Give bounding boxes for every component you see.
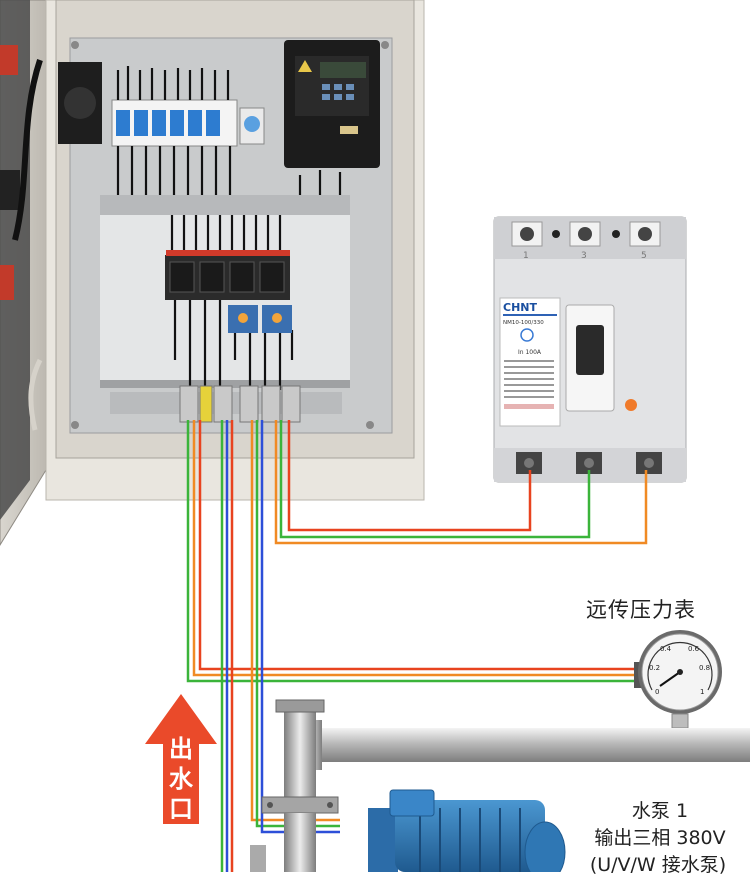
thermal-relays — [228, 305, 292, 333]
horizontal-pipe — [322, 728, 750, 762]
breaker-test-button — [625, 399, 637, 411]
pump-name-label: 水泵 1 — [631, 800, 689, 822]
gauge-tick-label: 0 — [655, 688, 659, 696]
breaker-rating: In 100A — [518, 349, 542, 356]
internal-wiring — [116, 66, 342, 390]
water-outlet-char: 口 — [169, 795, 193, 823]
piping — [250, 699, 750, 872]
pump-output-label: 输出三相 380V — [594, 827, 726, 849]
wire-orange-breaker — [274, 420, 648, 545]
breaker-toggle-handle — [576, 325, 604, 375]
gauge-tick-label: 0.6 — [688, 645, 700, 653]
wire-green-breaker — [279, 420, 591, 539]
frequency-inverter — [284, 40, 380, 168]
pressure-gauge-label: 远传压力表 — [586, 598, 696, 622]
terminal-block — [110, 385, 342, 423]
wire-orange-gauge — [192, 420, 636, 677]
pump-wiring-label: (U/V/W 接水泵) — [589, 854, 727, 876]
gauge-tick-label: 1 — [700, 688, 704, 696]
wire-green-gauge — [186, 420, 636, 683]
wire-red-breaker — [287, 420, 532, 532]
gauge-tick-label: 0.2 — [649, 664, 660, 672]
control-cabinet — [0, 0, 425, 546]
signal-wires — [186, 420, 648, 872]
gauge-tick-label: 0.8 — [699, 664, 710, 672]
contactor-row — [165, 250, 290, 300]
mccb-breaker: 1 3 5 CHNT NM10-100/330 In 100A — [493, 216, 687, 483]
pressure-gauge: 0 0.2 0.4 0.6 0.8 1 — [634, 630, 722, 729]
terminal-3-label: 3 — [581, 251, 587, 261]
cooling-fan — [58, 62, 102, 144]
wire-red-gauge — [198, 420, 636, 671]
breaker-brand: CHNT — [503, 301, 537, 314]
gauge-tick-label: 0.4 — [660, 645, 672, 653]
water-outlet-char: 水 — [169, 765, 193, 793]
terminal-5-label: 5 — [641, 251, 647, 261]
vertical-pipe — [284, 705, 316, 805]
water-pump-motor — [368, 789, 566, 872]
water-outlet-char: 出 — [169, 735, 193, 763]
breaker-model: NM10-100/330 — [503, 320, 544, 326]
water-outlet-arrow — [145, 694, 217, 824]
water-outlet-label: 出 水 口 — [166, 734, 196, 824]
terminal-1-label: 1 — [523, 251, 529, 261]
circuit-breaker-row — [111, 99, 265, 147]
